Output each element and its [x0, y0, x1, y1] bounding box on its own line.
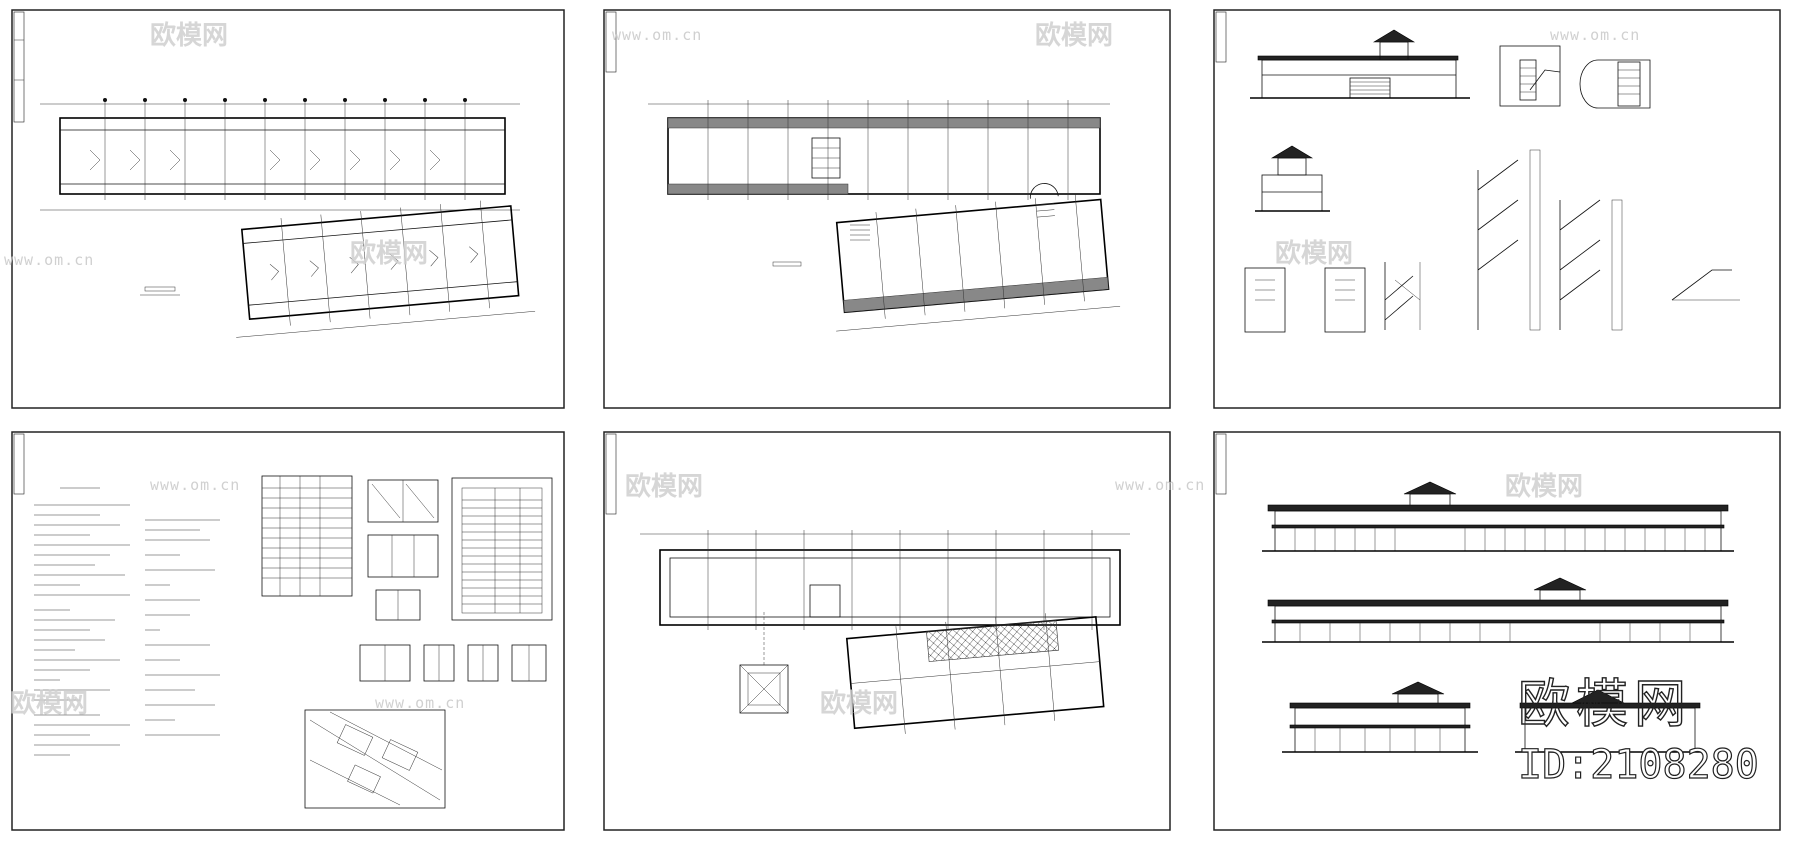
sheet-5-tower-roof-detail [739, 612, 789, 714]
sheet-6-front-elevation [1262, 481, 1734, 552]
sheet-3-tower-section [1255, 145, 1330, 212]
sheet-4-door-window-schedule [261, 475, 353, 597]
watermark-brand-8: 欧模网 [820, 688, 898, 719]
watermark-url-3: www.om.cn [4, 251, 94, 269]
sheet-5-upper-roof [640, 530, 1130, 630]
sheet-3-stair-plan-a [1499, 45, 1561, 107]
sheet-6-side-elevation [1282, 681, 1705, 753]
overlay-brand-text: 欧模网 [1518, 675, 1692, 735]
sheet-5-lower-roof [845, 613, 1105, 734]
background-watermarks: 欧模网 欧模网 欧模网 欧模网 欧模网 欧模网 欧模网 欧模网 www.om.c… [4, 20, 1640, 719]
watermark-url-2: www.om.cn [1550, 26, 1640, 44]
sheet-6-rear-elevation [1262, 577, 1734, 643]
watermark-url-6: www.om.cn [375, 694, 465, 712]
sheet-6-elevations[interactable]: 欧模网 ID:2108280 [1213, 431, 1781, 831]
watermark-brand-5: 欧模网 [625, 471, 703, 502]
overlay-id-text: ID:2108280 [1518, 742, 1759, 788]
sheet-3-stair-plan-b [1579, 59, 1651, 109]
watermark-brand-6: 欧模网 [1505, 471, 1583, 502]
sheet-3-stair-sections [1477, 149, 1740, 331]
sheet-2-upper-wing [648, 100, 1110, 200]
sheet-2-lower-wing [835, 183, 1121, 332]
overlay-watermark: 欧模网 ID:2108280 [1517, 674, 1759, 788]
watermark-url-1: www.om.cn [612, 26, 702, 44]
sheet-3-sections-and-details[interactable] [1213, 9, 1781, 409]
sheet-4-design-notes-and-schedules[interactable] [11, 431, 565, 831]
watermark-brand-2: 欧模网 [1035, 20, 1113, 51]
sheet-1-first-floor-plan[interactable] [11, 9, 565, 409]
sheet-4-notes-column-1 [34, 487, 130, 756]
sheet-2-second-floor-plan[interactable] [603, 9, 1171, 409]
watermark-url-4: www.om.cn [150, 476, 240, 494]
sheet-4-area-schedule [451, 477, 553, 621]
sheet-4-notes-column-2 [145, 519, 220, 736]
sheet-5-roof-plan[interactable] [603, 431, 1171, 831]
watermark-brand-4: 欧模网 [1275, 238, 1353, 269]
watermark-url-5: www.om.cn [1115, 476, 1205, 494]
watermark-brand-1: 欧模网 [150, 20, 228, 51]
sheet-4-window-elevations [359, 479, 547, 682]
sheet-3-building-section [1250, 29, 1470, 99]
sheet-3-stair-plans-lower [1244, 262, 1421, 333]
sheet-1-upper-wing [40, 98, 520, 211]
watermark-brand-3: 欧模网 [350, 238, 428, 269]
sheet-1-lower-wing [236, 200, 536, 338]
watermark-brand-7: 欧模网 [10, 688, 88, 719]
sheet-4-site-plan [304, 709, 446, 809]
